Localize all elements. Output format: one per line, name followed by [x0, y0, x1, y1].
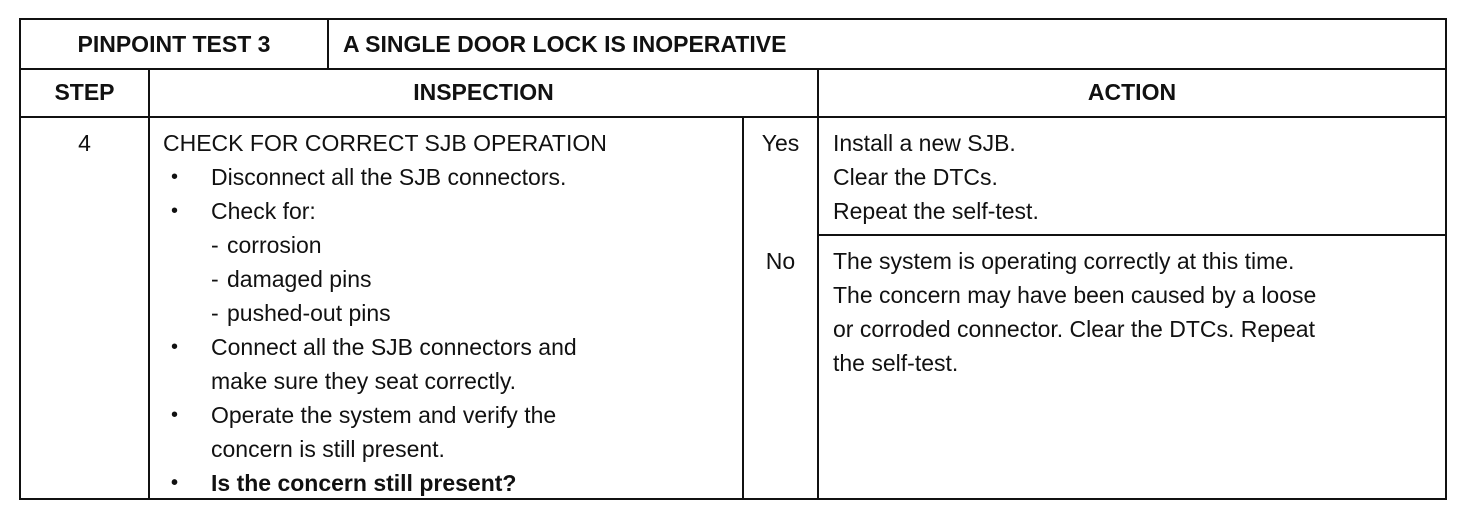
action-line: Clear the DTCs.	[833, 164, 998, 190]
result-yes-label: Yes	[761, 130, 800, 156]
divider-yes-no	[819, 234, 1445, 236]
test-label: PINPOINT TEST 3	[77, 31, 271, 57]
action-no: The system is operating correctly at thi…	[833, 244, 1439, 380]
column-header-step: STEP	[54, 79, 115, 105]
inspection-bullet: Check for:	[163, 194, 738, 228]
action-line: Install a new SJB.	[833, 130, 1016, 156]
inspection-bullet: Operate the system and verify the	[163, 398, 738, 432]
inspection-bullet-continued: concern is still present.	[211, 436, 445, 462]
column-header-action: ACTION	[1087, 79, 1177, 105]
inspection-heading: CHECK FOR CORRECT SJB OPERATION	[163, 130, 607, 156]
inspection-bullet: Disconnect all the SJB connectors.	[163, 160, 738, 194]
pinpoint-test-table: PINPOINT TEST 3 A SINGLE DOOR LOCK IS IN…	[19, 18, 1447, 500]
divider-header	[21, 116, 1445, 118]
check-item: corrosion	[163, 228, 738, 262]
column-header-inspection: INSPECTION	[413, 79, 554, 105]
check-item: damaged pins	[163, 262, 738, 296]
step-number: 4	[78, 130, 91, 156]
action-yes: Install a new SJB. Clear the DTCs. Repea…	[833, 126, 1439, 228]
inspection-content: CHECK FOR CORRECT SJB OPERATION Disconne…	[163, 126, 738, 500]
divider-step-col	[148, 68, 150, 498]
inspection-question: Is the concern still present?	[163, 466, 738, 500]
action-line: the self-test.	[833, 350, 959, 376]
check-item: pushed-out pins	[163, 296, 738, 330]
divider-test-label	[327, 20, 329, 68]
inspection-bullet: Connect all the SJB connectors and	[163, 330, 738, 364]
result-no-label: No	[765, 248, 796, 274]
divider-action-col	[817, 68, 819, 498]
test-title: A SINGLE DOOR LOCK IS INOPERATIVE	[343, 31, 787, 57]
divider-title	[21, 68, 1445, 70]
action-line: or corroded connector. Clear the DTCs. R…	[833, 316, 1315, 342]
action-line: The system is operating correctly at thi…	[833, 248, 1295, 274]
inspection-bullet-continued: make sure they seat correctly.	[211, 368, 517, 394]
action-line: The concern may have been caused by a lo…	[833, 282, 1317, 308]
divider-result-col	[742, 118, 744, 498]
action-line: Repeat the self-test.	[833, 198, 1039, 224]
